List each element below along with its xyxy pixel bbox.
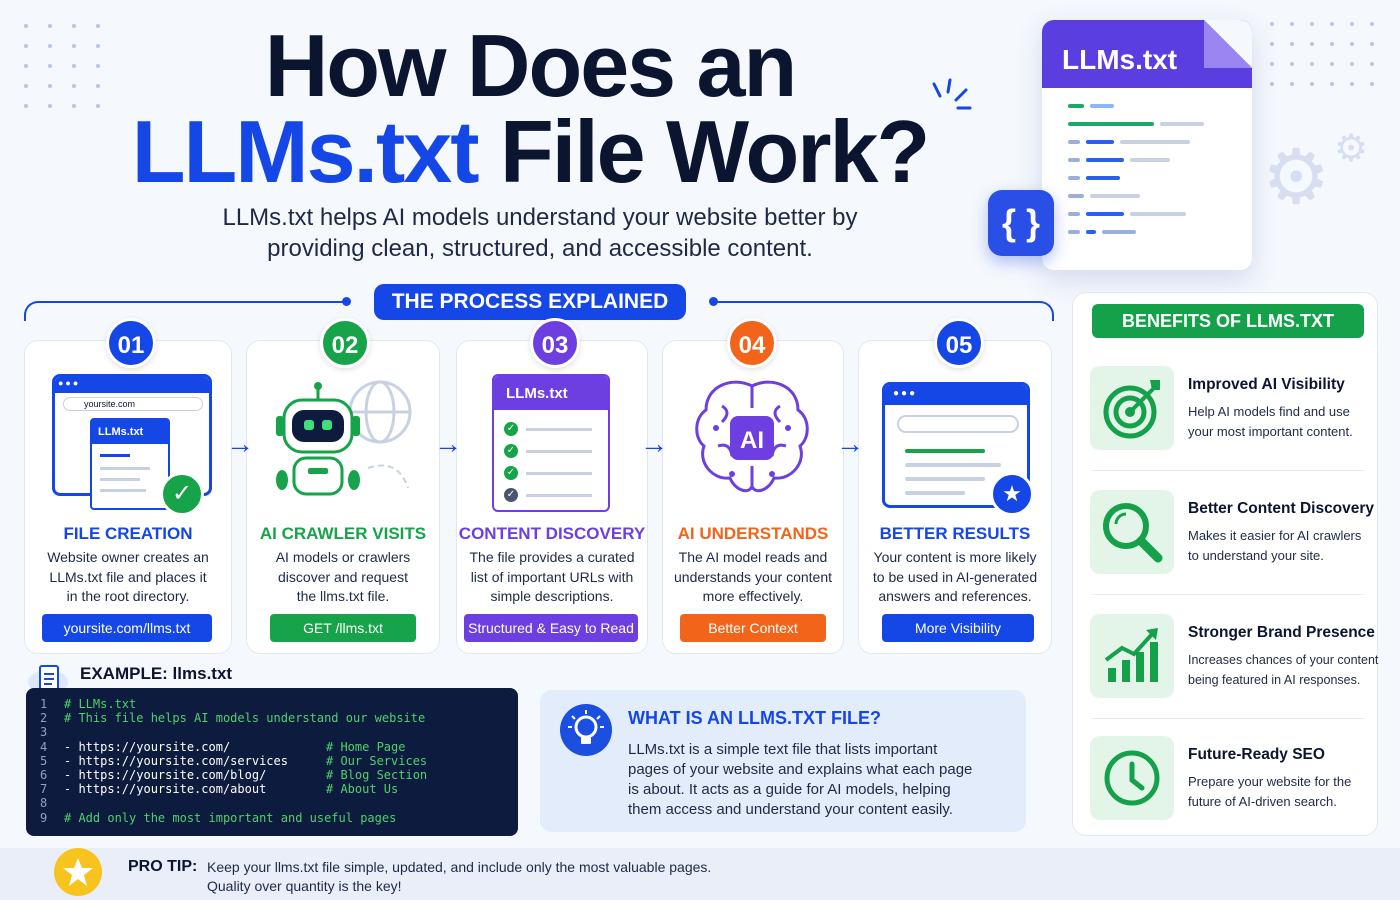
step-title: AI CRAWLER VISITS (259, 524, 427, 543)
code-line: 8 (40, 796, 48, 811)
checklist-document-icon: LLMs.txt ✓ ✓ ✓ ✓ (492, 374, 610, 512)
code-line: 4- https://yoursite.com/# Home Page (40, 739, 406, 754)
code-line: 1# LLMs.txt (40, 697, 137, 711)
code-line: 5- https://yoursite.com/services# Our Se… (40, 753, 428, 768)
step-tag-2: GET /llms.txt (270, 614, 416, 642)
decor-dots-left (24, 24, 100, 108)
subtitle: LLMs.txt helps AI models understand your… (222, 204, 858, 262)
pro-tip-bar (0, 848, 1400, 900)
decor-dots-right (1270, 22, 1374, 86)
benefit-title: Better Content Discovery (1188, 500, 1375, 517)
step-card-2 (246, 340, 440, 654)
benefit-item-visibility: Improved AI Visibility Help AI models fi… (1090, 366, 1376, 454)
benefits-heading: BENEFITS OF LLMS.TXT (1092, 304, 1364, 338)
code-line: 7- https://yoursite.com/about# About Us (40, 782, 399, 797)
magnifier-icon (1103, 503, 1163, 563)
search-results-icon: ●●● ★ (882, 382, 1034, 516)
pro-tip-label: PRO TIP: (128, 858, 198, 875)
step-number-5: 05 (934, 318, 984, 368)
code-line: 3 (40, 725, 48, 740)
step-card-4 (662, 340, 844, 654)
arrow-right-icon: → (836, 428, 864, 459)
target-icon (1103, 380, 1160, 439)
step-tag-5: More Visibility (882, 614, 1034, 642)
step-title: AI UNDERSTANDS (677, 524, 829, 543)
gear-icon-small: ⚙ (1334, 128, 1369, 170)
step-number-2: 02 (320, 318, 370, 368)
process-heading: THE PROCESS EXPLAINED (374, 284, 686, 320)
benefit-title: Stronger Brand Presence (1188, 624, 1375, 641)
check-icon: ✓ (160, 472, 204, 516)
star-icon (54, 848, 102, 896)
arrow-right-icon: → (640, 428, 668, 459)
robot-crawler-icon (276, 380, 412, 496)
code-line: 6- https://yoursite.com/blog/# Blog Sect… (40, 767, 428, 782)
code-line: 9# Add only the most important and usefu… (40, 810, 397, 825)
benefit-item-discovery: Better Content Discovery Makes it easier… (1090, 490, 1376, 578)
star-badge-icon: ★ (990, 472, 1034, 516)
step-tag-4: Better Context (680, 614, 826, 642)
process-bracket-right (712, 301, 1054, 321)
code-braces-icon: { } (988, 190, 1054, 256)
arrow-right-icon: → (226, 428, 254, 459)
step-number-3: 03 (530, 318, 580, 368)
pro-tip-text: Keep your llms.txt file simple, updated,… (207, 859, 712, 894)
example-title: EXAMPLE: llms.txt (80, 664, 233, 683)
ai-brain-icon: AI (695, 380, 809, 493)
lightbulb-icon (560, 704, 612, 756)
benefit-item-brand: Stronger Brand Presence Increases chance… (1090, 614, 1378, 702)
step-number-1: 01 (106, 318, 156, 368)
process-bracket-left (24, 301, 346, 321)
arrow-right-icon: → (434, 428, 462, 459)
step-number-4: 04 (727, 318, 777, 368)
step-title: CONTENT DISCOVERY (458, 524, 646, 543)
growth-chart-icon (1104, 628, 1158, 682)
sparkle-icon (932, 78, 972, 110)
hero-document-icon: LLMs.txt (1042, 20, 1252, 270)
benefit-title: Future-Ready SEO (1188, 746, 1325, 763)
step-title: FILE CREATION (63, 524, 193, 543)
step-tag-3: Structured & Easy to Read (464, 614, 638, 642)
step-title: BETTER RESULTS (879, 524, 1031, 543)
title-rest: File Work? (500, 102, 930, 201)
what-is-desc: LLMs.txt is a simple text file that list… (628, 741, 973, 818)
browser-window-icon: yoursite.com ●●● LLMs.txt ✓ (52, 374, 212, 516)
what-is-title: WHAT IS AN LLMS.TXT FILE? (628, 708, 881, 728)
benefit-title: Improved AI Visibility (1188, 376, 1345, 393)
svg-text:AI: AI (740, 427, 764, 454)
title-accent: LLMs.txt (131, 102, 480, 201)
page-title-line1: How Does an (264, 16, 798, 115)
code-line: 2# This file helps AI models understand … (40, 711, 426, 726)
gear-icon: ⚙ (1262, 135, 1331, 220)
clock-icon (1104, 750, 1160, 806)
step-tag-1: yoursite.com/llms.txt (42, 614, 212, 642)
what-is-panel (540, 690, 1026, 832)
page-title-line2: LLMs.txt File Work? (0, 108, 1060, 196)
benefit-item-seo: Future-Ready SEO Prepare your website fo… (1090, 736, 1376, 824)
